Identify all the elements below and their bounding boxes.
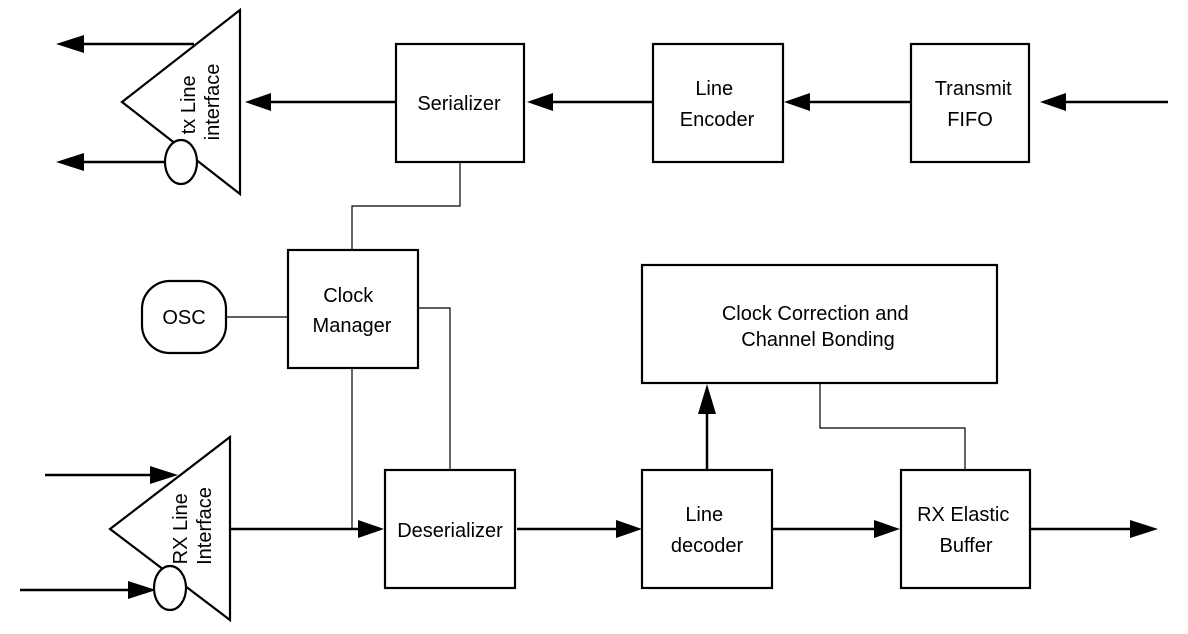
line-decoder-block: Line decoder — [640, 468, 774, 590]
clock-correction-box — [640, 263, 999, 385]
clock-correction-block: Clock Correction and Channel Bonding — [640, 263, 999, 385]
arrowhead-into-encoder — [784, 93, 810, 111]
clock-line-serializer — [351, 162, 461, 250]
arrowhead-tx-out-bottom — [56, 153, 84, 171]
tx-line-interface-label-line2: interface — [202, 64, 224, 141]
clock-correction-label-line1: Clock Correction and — [722, 303, 909, 325]
arrowhead-rx-in-top — [150, 466, 178, 484]
line-encoder-label-line2: Encoder — [680, 109, 755, 131]
transmit-fifo-label: Transmit FIFO — [935, 78, 1018, 131]
arrowhead-rx-in-bottom — [128, 581, 156, 599]
rx-line-interface-label-line2: Interface — [194, 487, 216, 565]
line-decoder-label: Line decoder — [671, 504, 744, 557]
arrowhead-into-deserializer — [358, 520, 384, 538]
line-decoder-label-line2: decoder — [671, 535, 744, 557]
arrowhead-into-tx-interface — [245, 93, 271, 111]
arrowhead-rx-out — [1130, 520, 1158, 538]
clock-manager-box — [286, 248, 420, 370]
arrowhead-into-serializer — [527, 93, 553, 111]
rx-line-interface: RX Line Interface — [108, 434, 232, 623]
arrowheads — [56, 35, 1158, 599]
serializer-label: Serializer — [417, 93, 501, 115]
rx-interface-port-icon — [152, 564, 188, 612]
serializer-box — [394, 42, 526, 164]
arrowhead-into-correction — [698, 384, 716, 414]
link-line-elastic-to-correction — [819, 383, 966, 470]
arrowhead-tx-out-top — [56, 35, 84, 53]
rx-elastic-buffer-block: RX Elastic Buffer — [899, 468, 1032, 590]
osc-box — [140, 279, 228, 355]
line-encoder-block: Line Encoder — [651, 42, 785, 164]
rx-line-interface-label: RX Line Interface — [170, 487, 216, 565]
rx-elastic-buffer-label-line2: Buffer — [940, 535, 993, 557]
arrowhead-into-decoder — [616, 520, 642, 538]
clock-correction-label: Clock Correction and Channel Bonding — [722, 303, 914, 351]
line-decoder-label-line1: Line — [685, 504, 723, 526]
tx-line-interface-label-line1: tx Line — [178, 75, 200, 134]
deserializer-box — [383, 468, 517, 590]
transmit-fifo-label-line2: FIFO — [947, 109, 993, 131]
deserializer-label: Deserializer — [397, 520, 503, 542]
clock-manager-label: Clock Manager — [313, 285, 392, 337]
transmit-fifo-box — [909, 42, 1031, 164]
data-lines — [20, 42, 1168, 592]
clock-manager-block: Clock Manager — [286, 248, 420, 370]
rx-elastic-buffer-label: RX Elastic Buffer — [917, 504, 1015, 557]
arrowhead-into-elastic — [874, 520, 900, 538]
serializer-block: Serializer — [394, 42, 526, 164]
rx-elastic-buffer-box — [899, 468, 1032, 590]
clock-manager-label-line2: Manager — [313, 315, 392, 337]
clock-line-deserializer — [418, 307, 451, 470]
line-encoder-label: Line Encoder — [680, 78, 755, 131]
clock-correction-label-line2: Channel Bonding — [741, 329, 894, 351]
arrowhead-into-fifo — [1040, 93, 1066, 111]
clock-manager-label-line1: Clock — [323, 285, 374, 307]
tx-interface-port-icon — [163, 138, 199, 186]
line-decoder-box — [640, 468, 774, 590]
tx-line-interface-label: tx Line interface — [178, 64, 224, 141]
osc-label: OSC — [162, 307, 205, 329]
osc-block: OSC — [140, 279, 228, 355]
clock-lines — [226, 162, 966, 528]
transmit-fifo-label-line1: Transmit — [935, 78, 1012, 100]
line-encoder-label-line1: Line — [695, 78, 733, 100]
tx-line-interface: tx Line interface — [120, 7, 242, 197]
transmit-fifo-block: Transmit FIFO — [909, 42, 1031, 164]
line-encoder-box — [651, 42, 785, 164]
rx-elastic-buffer-label-line1: RX Elastic — [917, 504, 1009, 526]
deserializer-block: Deserializer — [383, 468, 517, 590]
rx-line-interface-label-line1: RX Line — [170, 493, 192, 564]
